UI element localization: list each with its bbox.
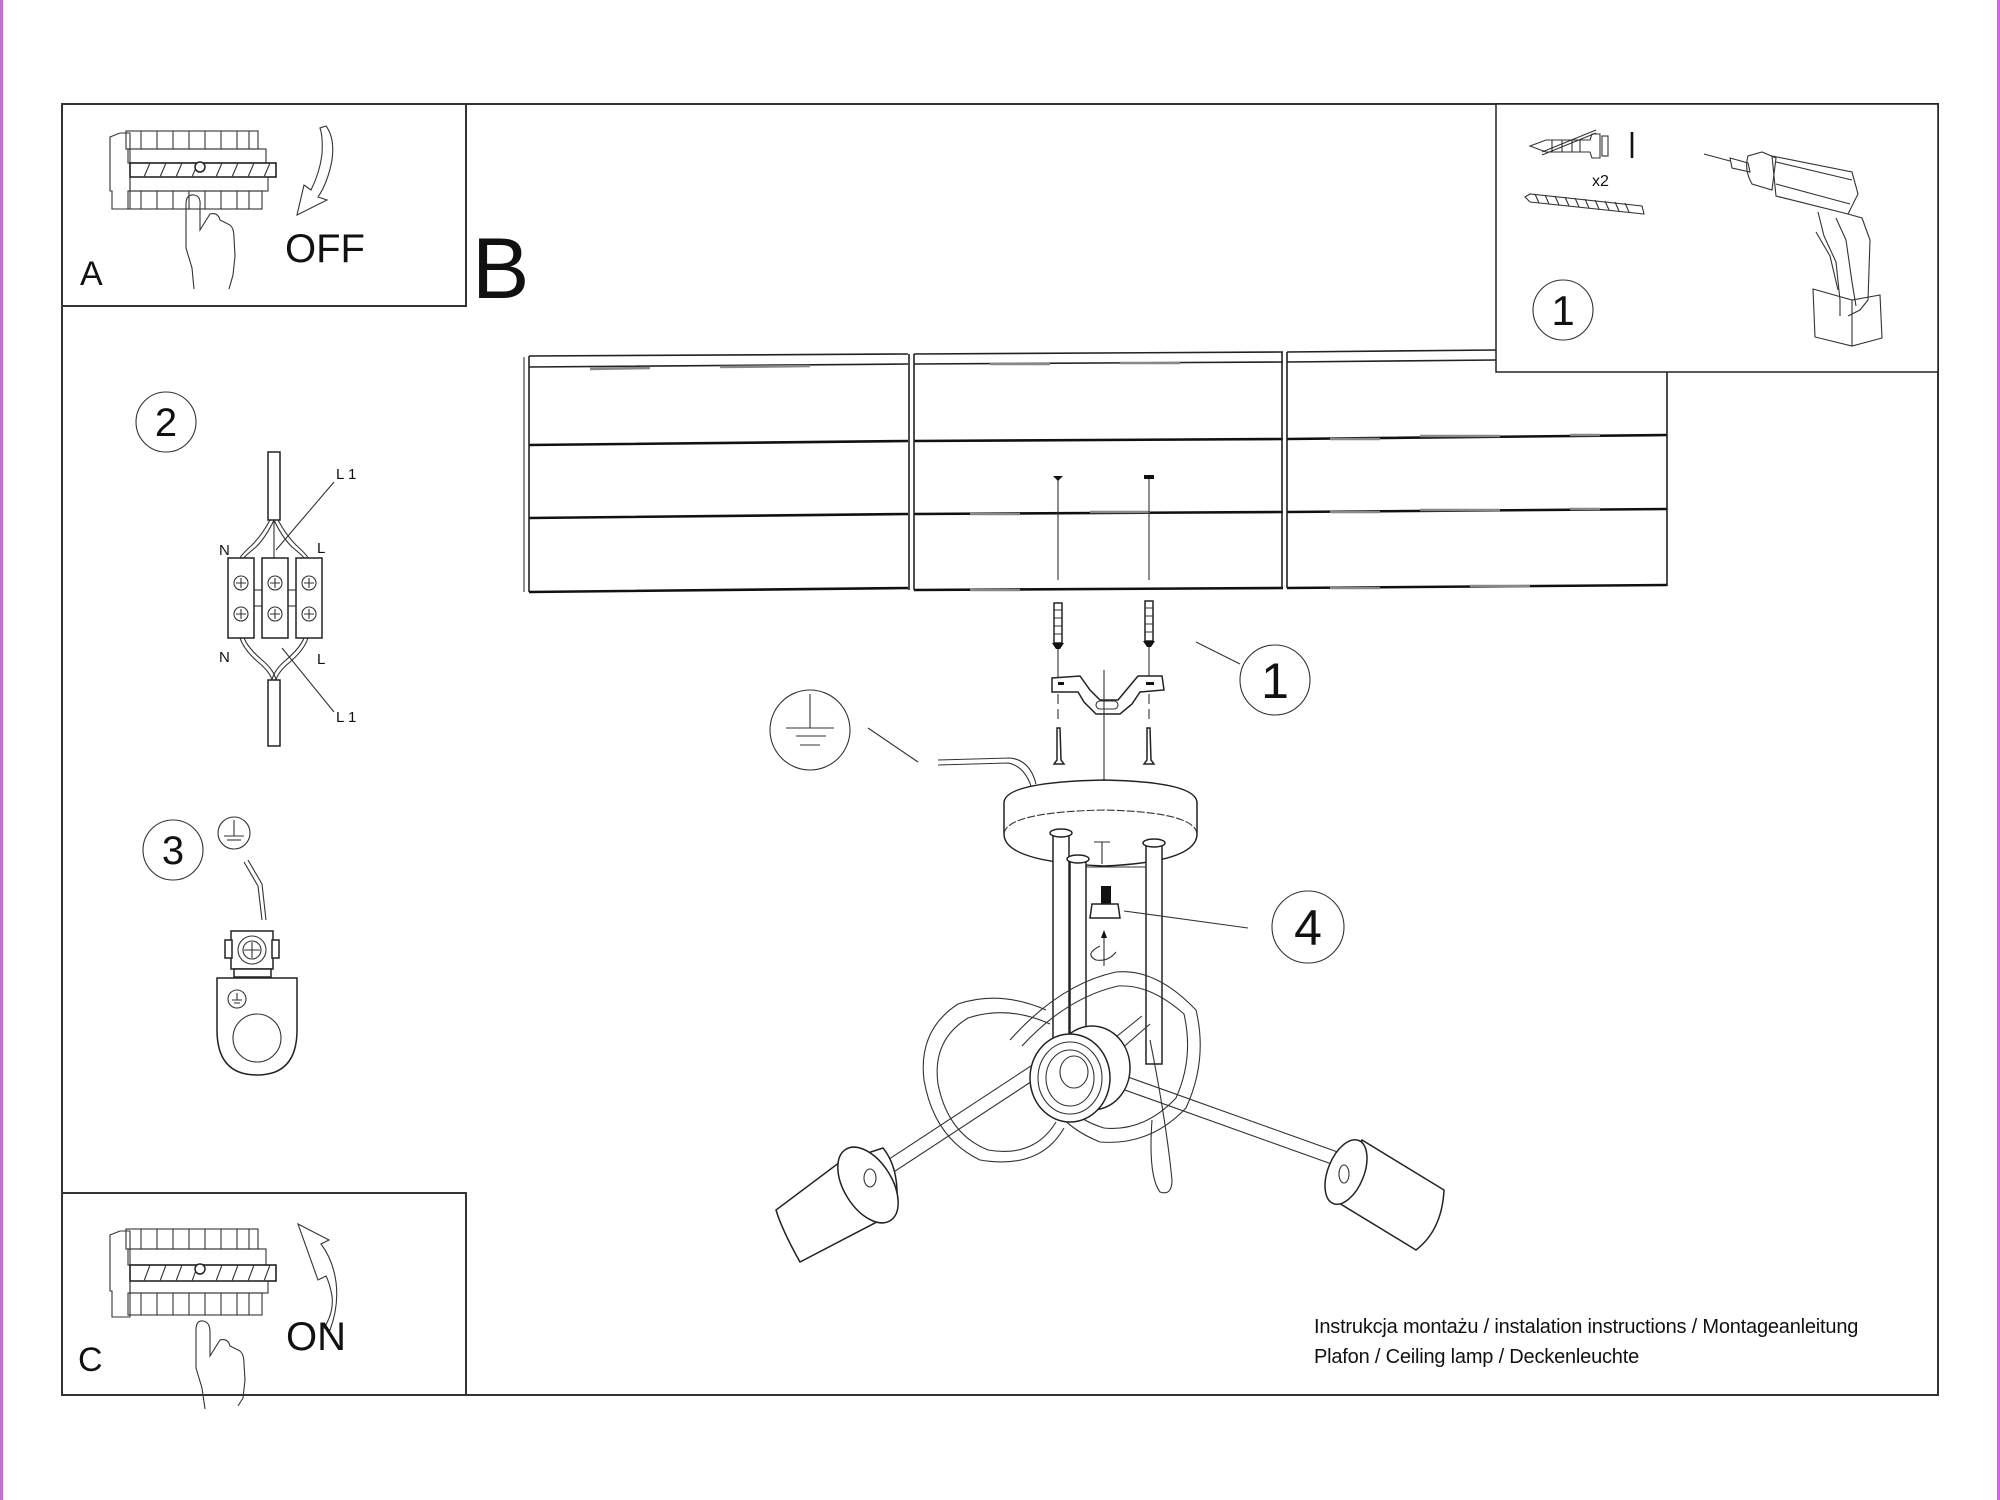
hand-icon xyxy=(185,194,236,290)
quantity-label: x2 xyxy=(1592,173,1609,190)
step-2-wiring: 2 L 1 N L N L L 1 xyxy=(135,391,356,747)
cable-bottom xyxy=(267,679,281,747)
panel-b-letter: B xyxy=(472,221,529,317)
breaker-panel-icon xyxy=(109,1228,277,1318)
ground-wire xyxy=(937,757,1037,787)
footer-title-line-2: Plafon / Ceiling lamp / Deckenleuchte xyxy=(1314,1346,1640,1368)
step-4-number: 4 xyxy=(1294,900,1322,956)
cable-top xyxy=(267,451,281,521)
leader-line-ground xyxy=(867,727,919,763)
left-shade xyxy=(775,1146,899,1264)
rods xyxy=(1049,828,1166,1073)
label-l-bottom: L xyxy=(317,651,325,668)
step-3-badge xyxy=(142,819,204,881)
outer-frame xyxy=(61,103,1939,1396)
ceiling-panel-left xyxy=(523,353,910,594)
switch-off-label: OFF xyxy=(285,227,365,271)
step-1-mount-badge xyxy=(1239,644,1311,716)
step-2-badge xyxy=(135,391,197,453)
panel-c-box xyxy=(61,1192,467,1396)
lamp-fixture xyxy=(775,971,1445,1264)
panel-a: A OFF xyxy=(61,103,467,307)
canopy-screw-mark xyxy=(1094,841,1110,864)
page-edge-left xyxy=(0,0,3,1500)
arrow-down-icon xyxy=(296,125,334,217)
breaker-panel-icon xyxy=(109,130,277,210)
leader-line-step-4 xyxy=(1123,910,1249,929)
step-1-mount-number: 1 xyxy=(1261,653,1289,709)
ground-symbol-icon xyxy=(769,689,851,771)
panel-c-letter: C xyxy=(78,1341,103,1379)
label-l-top: L xyxy=(317,540,325,557)
tools-box xyxy=(1495,103,1939,373)
step-3-number: 3 xyxy=(162,829,184,873)
switch-on-label: ON xyxy=(286,1315,346,1359)
cap-screw xyxy=(1089,886,1121,966)
panel-a-letter: A xyxy=(80,255,103,293)
right-shade xyxy=(1324,1138,1445,1251)
mounting-bracket xyxy=(1051,675,1165,715)
bracket-screws xyxy=(1052,694,1156,765)
ground-terminal xyxy=(216,930,298,1076)
step-3-ground: 3 xyxy=(142,816,298,1076)
hand-icon xyxy=(195,1320,246,1410)
wall-plugs xyxy=(1052,600,1155,686)
footer-title-line-1: Instrukcja montażu / instalation instruc… xyxy=(1314,1316,1859,1338)
screw-icon xyxy=(1524,193,1645,215)
wall-plug-icon xyxy=(1528,129,1634,159)
label-l1-bottom: L 1 xyxy=(336,709,356,726)
leader-line-step-1 xyxy=(1195,641,1241,665)
ceiling-panel-middle xyxy=(913,351,1284,592)
panel-a-box xyxy=(61,103,467,307)
terminal-block xyxy=(227,557,323,639)
step-1-tools-number: 1 xyxy=(1551,287,1574,334)
panel-c: C ON xyxy=(61,1192,467,1410)
ceiling xyxy=(523,349,1668,594)
drill-icon xyxy=(1703,151,1883,347)
page-edge-right xyxy=(1997,0,2000,1500)
ground-symbol-icon xyxy=(217,816,251,850)
step-1-tools-badge xyxy=(1532,279,1594,341)
step-2-number: 2 xyxy=(155,401,177,445)
label-n-top: N xyxy=(219,542,230,559)
canopy xyxy=(1003,779,1198,867)
step-4-badge xyxy=(1271,890,1345,964)
arrow-up-icon xyxy=(297,1222,338,1331)
tools-panel: x2 1 xyxy=(1495,103,1939,373)
label-l1-top: L 1 xyxy=(336,466,356,483)
ceiling-panel-right xyxy=(1286,349,1668,590)
label-n-bottom: N xyxy=(219,649,230,666)
